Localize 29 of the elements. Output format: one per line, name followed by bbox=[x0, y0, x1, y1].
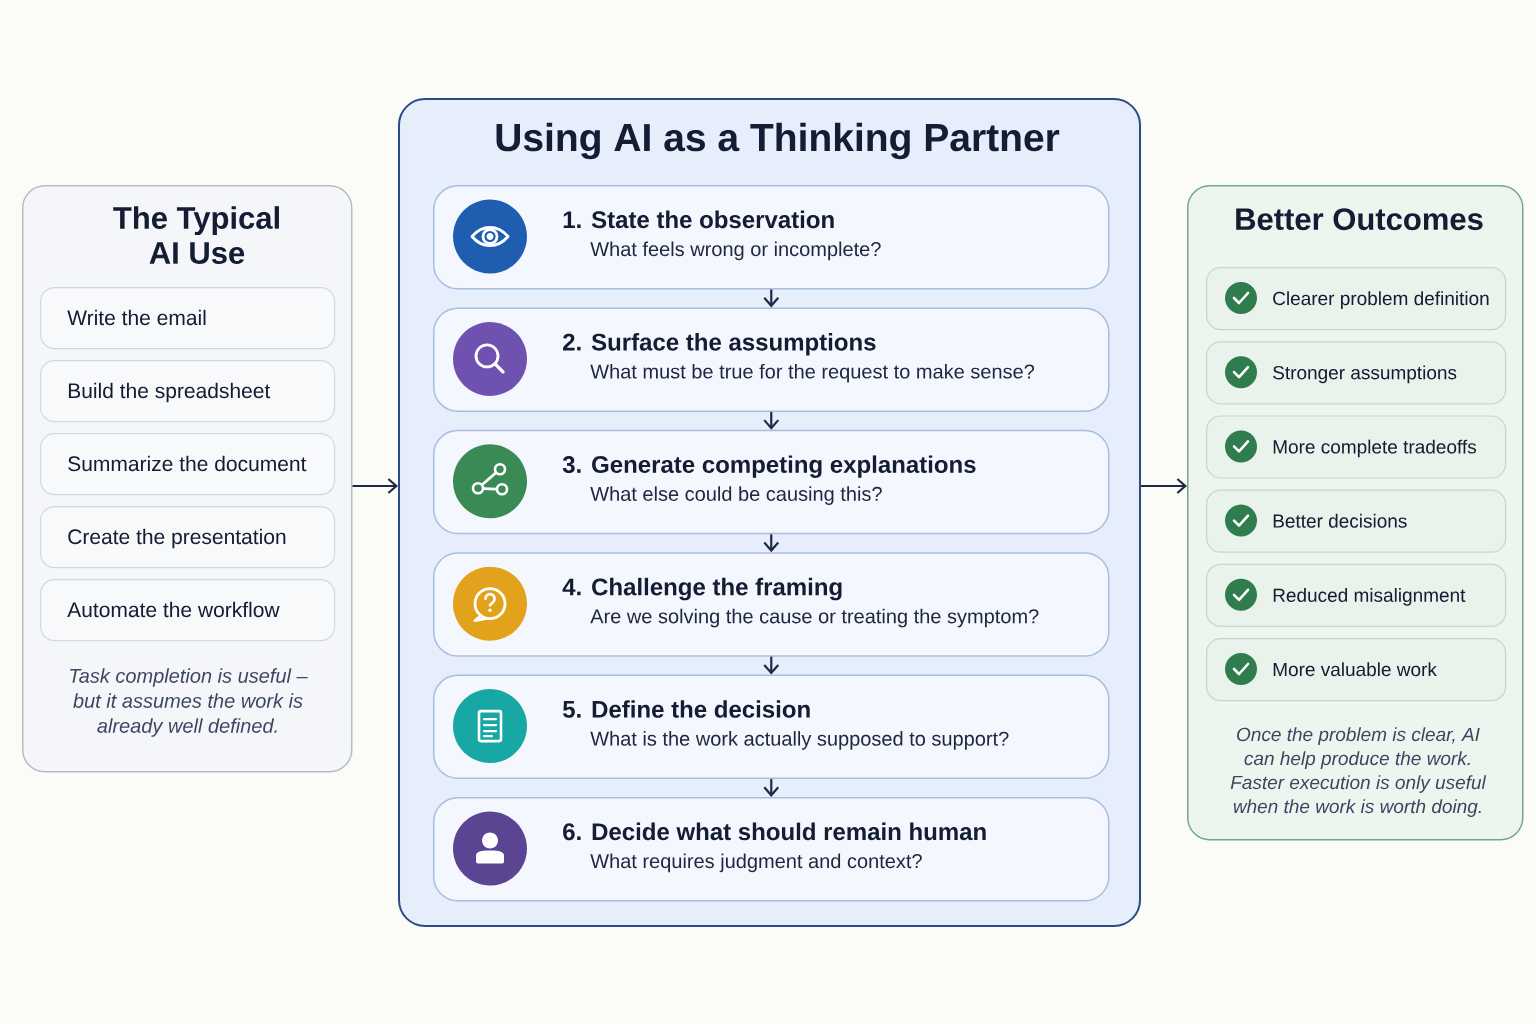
arrow bbox=[763, 534, 780, 553]
task-box: Create the presentation bbox=[40, 506, 336, 569]
panel-heading: Better Outcomes bbox=[1236, 208, 1483, 231]
arrow bbox=[352, 478, 398, 494]
note-text: Task completion is useful – but it assumes the work is already well defined. bbox=[70, 668, 308, 737]
panel-heading: The Typical AI Use bbox=[113, 206, 279, 264]
step-card: 4. Challenge the framing Are we solving the cause or treating the symptom? bbox=[433, 552, 1110, 657]
step-card: 5. Define the decision What is the work actually supposed to support? bbox=[433, 674, 1110, 780]
arrow bbox=[763, 289, 780, 308]
step-card: 3. Generate competing explanations What else could be causing this? bbox=[433, 429, 1110, 535]
outcome-box: Stronger assumptions bbox=[1206, 341, 1507, 405]
task-box: Build the spreadsheet bbox=[40, 360, 336, 423]
outcome-box: Reduced misalignment bbox=[1206, 563, 1507, 627]
task-box: Write the email bbox=[40, 287, 336, 350]
task-box: Automate the workflow bbox=[40, 579, 336, 642]
step-card: 6. Decide what should remain human What requires judgment and context? bbox=[433, 797, 1110, 902]
task-box: Summarize the document bbox=[40, 433, 336, 496]
arrow bbox=[763, 411, 780, 430]
arrow bbox=[763, 656, 780, 675]
step-card: 2. Surface the assumptions What must be true for the request to make sense? bbox=[433, 307, 1110, 412]
panel-heading: Using AI as a Thinking Partner bbox=[496, 122, 1060, 160]
step-card: 1. State the observation What feels wrong or incomplete? bbox=[433, 185, 1110, 290]
note-text: Once the problem is clear, AI can help produce the work. Faster execution is only useful when the work is worth doing. bbox=[1230, 727, 1487, 817]
arrow bbox=[1141, 478, 1187, 494]
outcome-box: Clearer problem definition bbox=[1206, 267, 1507, 331]
outcome-box: More complete tradeoffs bbox=[1206, 415, 1507, 479]
outcome-box: More valuable work bbox=[1206, 638, 1507, 702]
outcome-box: Better decisions bbox=[1206, 489, 1507, 553]
arrow bbox=[763, 779, 780, 797]
